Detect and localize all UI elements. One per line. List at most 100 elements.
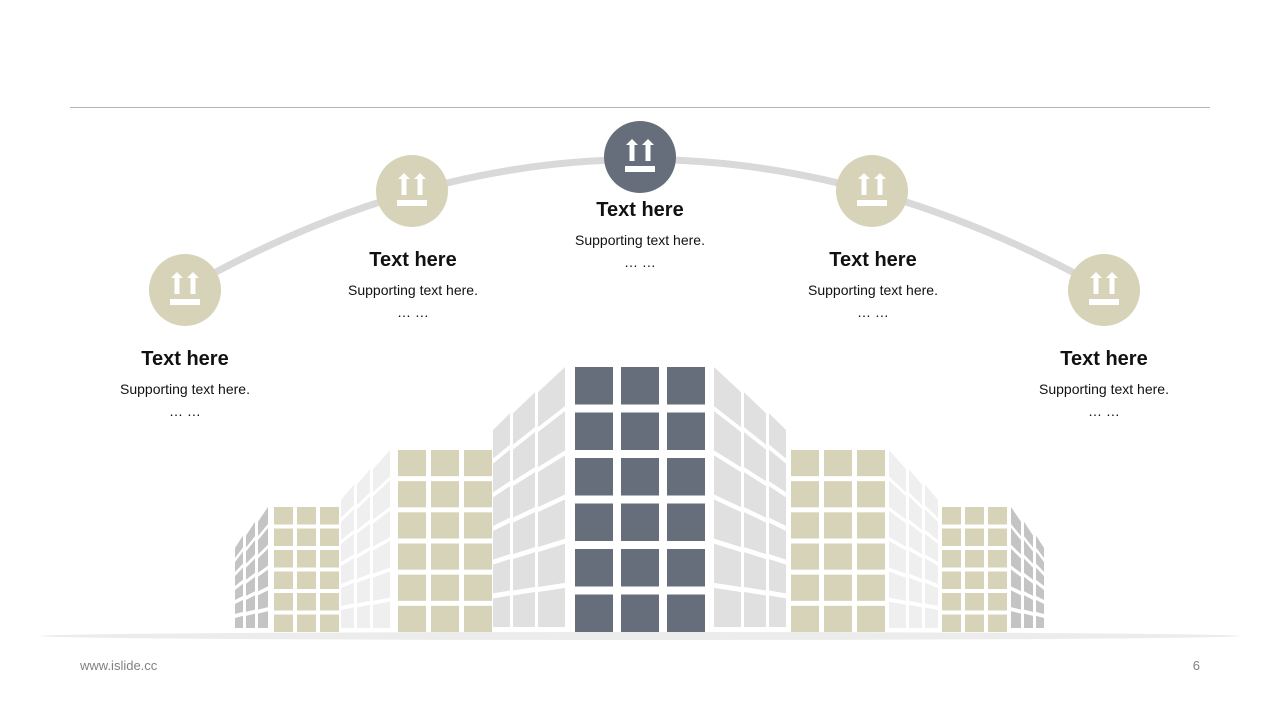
building-window xyxy=(513,592,535,627)
building-window xyxy=(235,615,243,628)
building-window xyxy=(235,535,243,558)
caption-title: Text here xyxy=(369,249,457,271)
this-side-up-icon xyxy=(167,272,203,308)
building-window xyxy=(341,509,354,540)
building-window xyxy=(791,574,819,601)
building-window xyxy=(575,594,613,632)
building-window xyxy=(431,543,459,570)
building-window xyxy=(942,550,961,568)
building-window xyxy=(357,577,370,604)
caption-title: Text here xyxy=(829,249,917,271)
building-window xyxy=(744,552,766,591)
building-window xyxy=(398,512,426,539)
building-window xyxy=(769,449,786,493)
building-window xyxy=(373,601,390,628)
building-window xyxy=(538,455,565,508)
building-window xyxy=(965,507,984,525)
caption-3: Text here Supporting text here. … … xyxy=(530,198,750,271)
building-window xyxy=(493,595,510,627)
building-window xyxy=(714,411,741,468)
building-window xyxy=(398,450,426,477)
building-window xyxy=(1024,613,1033,628)
building-window xyxy=(621,503,659,541)
building-window xyxy=(824,512,852,539)
caption-ellipsis: … … xyxy=(1088,403,1120,419)
building-window xyxy=(431,481,459,508)
caption-title: Text here xyxy=(141,348,229,370)
node-circle-3 xyxy=(604,121,676,193)
building-window xyxy=(493,449,510,493)
building-window xyxy=(357,496,370,530)
building-window xyxy=(909,550,922,579)
building-window xyxy=(575,549,613,587)
building-window xyxy=(925,484,938,518)
building-window xyxy=(493,522,510,560)
building-window xyxy=(274,507,293,525)
building-window xyxy=(274,550,293,568)
building-window xyxy=(297,614,316,632)
building-window xyxy=(857,481,885,508)
building-window xyxy=(667,503,705,541)
caption-subtitle: Supporting text here. xyxy=(348,282,478,298)
building-window xyxy=(258,590,268,610)
building-window xyxy=(988,550,1007,568)
building-window xyxy=(988,614,1007,632)
building-window xyxy=(235,567,243,586)
building-window xyxy=(744,392,766,445)
building-window xyxy=(769,595,786,627)
building-window xyxy=(667,549,705,587)
building-window xyxy=(1024,540,1033,564)
building-window xyxy=(988,593,1007,611)
building-window xyxy=(909,469,922,506)
building-window xyxy=(493,413,510,459)
building-window xyxy=(1036,567,1044,586)
building-window xyxy=(621,367,659,405)
building-window xyxy=(357,550,370,579)
building-window xyxy=(513,512,535,555)
building-window xyxy=(925,607,938,628)
building-window xyxy=(714,543,741,588)
building-window xyxy=(744,472,766,518)
building-window xyxy=(297,507,316,525)
building-window xyxy=(909,604,922,628)
building-window xyxy=(965,614,984,632)
building-window xyxy=(357,523,370,555)
building-window xyxy=(246,558,255,580)
building-window xyxy=(965,550,984,568)
building-window xyxy=(464,543,492,570)
caption-1: Text here Supporting text here. … … xyxy=(75,347,295,420)
building-window xyxy=(513,392,535,445)
ground-shadow xyxy=(40,632,1240,640)
building-window xyxy=(246,595,255,612)
building-window xyxy=(889,510,906,547)
caption-title: Text here xyxy=(596,199,684,221)
building-window xyxy=(942,593,961,611)
footer-url: www.islide.cc xyxy=(80,658,158,673)
building-window xyxy=(274,528,293,546)
building-window xyxy=(889,541,906,574)
building-window xyxy=(235,599,243,614)
building-window xyxy=(714,587,741,627)
building-window xyxy=(538,587,565,627)
building-window xyxy=(431,605,459,632)
building-window xyxy=(398,605,426,632)
building-window xyxy=(1011,507,1021,537)
caption-4: Text here Supporting text here. … … xyxy=(763,248,983,321)
building-window xyxy=(575,367,613,405)
this-side-up-icon xyxy=(1086,272,1122,308)
building-window xyxy=(357,469,370,506)
building-window xyxy=(258,527,268,555)
building-window xyxy=(744,592,766,627)
building-window xyxy=(889,480,906,520)
this-side-up-icon xyxy=(854,173,890,209)
building-window xyxy=(621,458,659,496)
building-window xyxy=(1011,611,1021,628)
building-window xyxy=(909,523,922,555)
building-window xyxy=(274,593,293,611)
node-circle-5 xyxy=(1068,254,1140,326)
building-window xyxy=(1024,576,1033,596)
this-side-up-icon xyxy=(622,139,658,175)
building-window xyxy=(1024,521,1033,548)
building-window xyxy=(274,614,293,632)
